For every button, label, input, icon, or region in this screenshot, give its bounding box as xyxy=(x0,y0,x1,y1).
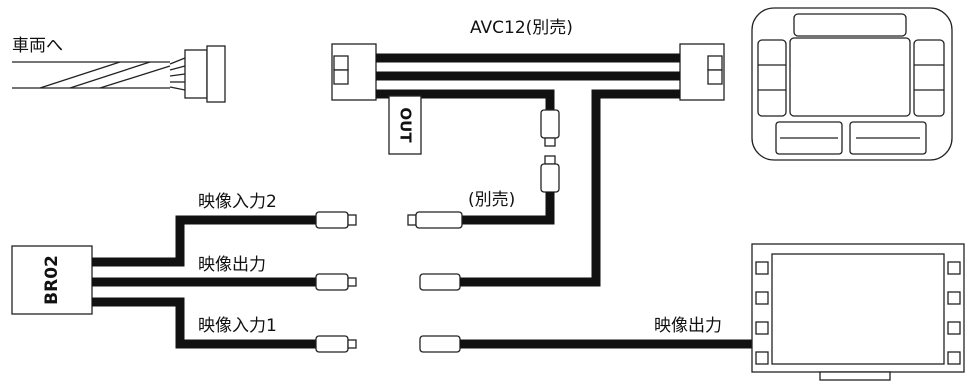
monitor-video-output-label: 映像出力 xyxy=(654,316,722,336)
out-label: OUT xyxy=(397,107,415,143)
video-input-2-label: 映像入力2 xyxy=(198,192,277,212)
video-output-cable xyxy=(460,89,601,287)
br02-box xyxy=(11,245,93,315)
avc12-cable xyxy=(331,43,725,155)
sold-separately-label: (別売) xyxy=(468,190,516,210)
video-output-label: 映像出力 xyxy=(198,255,266,275)
opposite-plugs xyxy=(407,211,463,353)
out-rca-plugs xyxy=(540,109,560,193)
avc12-label: AVC12(別売) xyxy=(470,18,573,38)
external-monitor xyxy=(751,243,965,381)
br02-label: BR02 xyxy=(42,255,62,305)
car-dash-monitor xyxy=(751,7,953,161)
br02-plugs xyxy=(315,211,357,353)
br02-cables xyxy=(92,215,316,349)
vehicle-harness xyxy=(12,45,226,103)
sold-separately-cable xyxy=(462,192,555,225)
to-vehicle-label: 車両へ xyxy=(12,36,63,56)
video-input-1-label: 映像入力1 xyxy=(198,316,277,336)
